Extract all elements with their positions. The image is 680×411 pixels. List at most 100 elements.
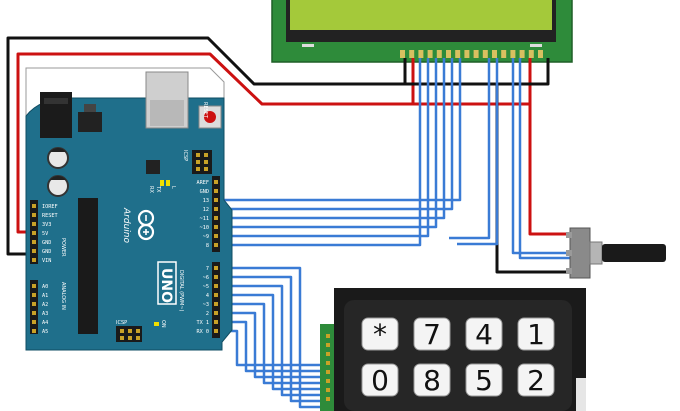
lcd-pin [501, 50, 507, 58]
keypad-pin [326, 370, 330, 374]
reset-button-cap[interactable] [204, 111, 216, 123]
uno-badge: UNO [157, 261, 177, 305]
wire-keypad [218, 275, 328, 403]
digital-pin [214, 243, 218, 247]
keypad-connector [320, 324, 334, 411]
icsp-pin [120, 329, 124, 333]
digital-pin [214, 207, 218, 211]
keypad-key[interactable]: 0 [361, 363, 399, 397]
power-pin [32, 213, 36, 217]
icsp-pin [120, 336, 124, 340]
keypad-key-label: 2 [527, 364, 545, 397]
analog-pin [32, 329, 36, 333]
power-pin-label: 5V [42, 231, 48, 237]
voltage-regulator [78, 112, 102, 132]
wire-5v-pot [528, 104, 572, 236]
reset-label: RESET [202, 102, 208, 119]
icsp-pin [204, 160, 208, 164]
digital-pin-label: 13 [203, 198, 209, 204]
digital-pin-label: ~5 [203, 284, 209, 290]
lcd-pin [436, 50, 442, 58]
lcd-pin [473, 50, 479, 58]
wire-lcd-rw [518, 58, 572, 260]
icsp-label: ICSP [116, 320, 127, 326]
digital-pin [214, 275, 218, 279]
icsp-pin [196, 153, 200, 157]
icsp-pin [136, 329, 140, 333]
keypad-pin [326, 379, 330, 383]
wire-pot-wiper [511, 58, 572, 255]
analog-pin [32, 302, 36, 306]
wire-gnd-pot [495, 84, 572, 274]
atmega-chip [78, 198, 98, 334]
power-pin [32, 258, 36, 262]
digital-pin-label: GND [200, 189, 209, 195]
keypad-key[interactable]: 1 [517, 317, 555, 351]
wire-lcd-data [218, 58, 422, 247]
keypad-key[interactable]: 4 [465, 317, 503, 351]
keypad-pin [326, 397, 330, 401]
arduino-uno-board: RESET ICSP TX RX L Arduino UNO ON [25, 67, 233, 351]
icsp-pin [136, 336, 140, 340]
digital-pin [214, 216, 218, 220]
keypad-key-label: * [373, 318, 387, 351]
digital-pin-label: ~11 [200, 216, 209, 222]
digital-pin [214, 293, 218, 297]
digital-header-high [212, 176, 220, 252]
digital-pin [214, 198, 218, 202]
digital-pin-label: ~10 [200, 225, 209, 231]
keypad-key[interactable]: 2 [517, 363, 555, 397]
digital-header-low [212, 262, 220, 338]
analog-pin [32, 311, 36, 315]
digital-pin-label: 7 [206, 266, 209, 272]
icsp-pin [196, 160, 200, 164]
keypad-key[interactable]: 7 [413, 317, 451, 351]
power-pin [32, 222, 36, 226]
wire-lcd-data [218, 58, 446, 220]
lcd-pin [409, 50, 415, 58]
analog-header [30, 280, 38, 334]
keypad-wires [218, 266, 328, 409]
power-group-label: POWER [60, 238, 66, 257]
wire-keypad [218, 293, 328, 391]
power-pin [32, 249, 36, 253]
analog-pin [32, 293, 36, 297]
keypad-key-label: 0 [371, 364, 389, 397]
keypad-key-label: 4 [475, 318, 493, 351]
lcd-data-wires [218, 58, 499, 247]
tx-label: TX [155, 185, 161, 193]
analog-pin-label: A2 [42, 302, 48, 308]
analog-pin-label: A3 [42, 311, 48, 317]
power-pin-label: 3V3 [42, 222, 51, 228]
pot-knob[interactable] [602, 244, 666, 262]
lcd-pin [528, 50, 534, 58]
power-pin-label: GND [42, 240, 51, 246]
digital-pin-label: 8 [206, 243, 209, 249]
arduino-brand: Arduino [121, 207, 131, 243]
digital-pin [214, 180, 218, 184]
lcd-pin [455, 50, 461, 58]
on-led [154, 322, 159, 326]
digital-pin [214, 302, 218, 306]
power-pin [32, 231, 36, 235]
icsp-pin [128, 329, 132, 333]
keypad-pin [326, 352, 330, 356]
icsp-pin [128, 336, 132, 340]
on-label: ON [160, 320, 166, 328]
wire-lcd-data [218, 58, 454, 211]
potentiometer [566, 227, 666, 279]
lcd-pin [418, 50, 424, 58]
wire-lcd-ctrl [457, 58, 499, 246]
digital-pin-label: ~9 [203, 234, 209, 240]
pot-body [569, 227, 591, 279]
analog-pin-label: A1 [42, 293, 48, 299]
analog-pin [32, 284, 36, 288]
lcd-pin [510, 50, 516, 58]
keypad-key-label: 1 [527, 318, 545, 351]
keypad-key[interactable]: * [361, 317, 399, 351]
wire-keypad [218, 284, 328, 397]
keypad-key[interactable]: 5 [465, 363, 503, 397]
keypad-key[interactable]: 8 [413, 363, 451, 397]
